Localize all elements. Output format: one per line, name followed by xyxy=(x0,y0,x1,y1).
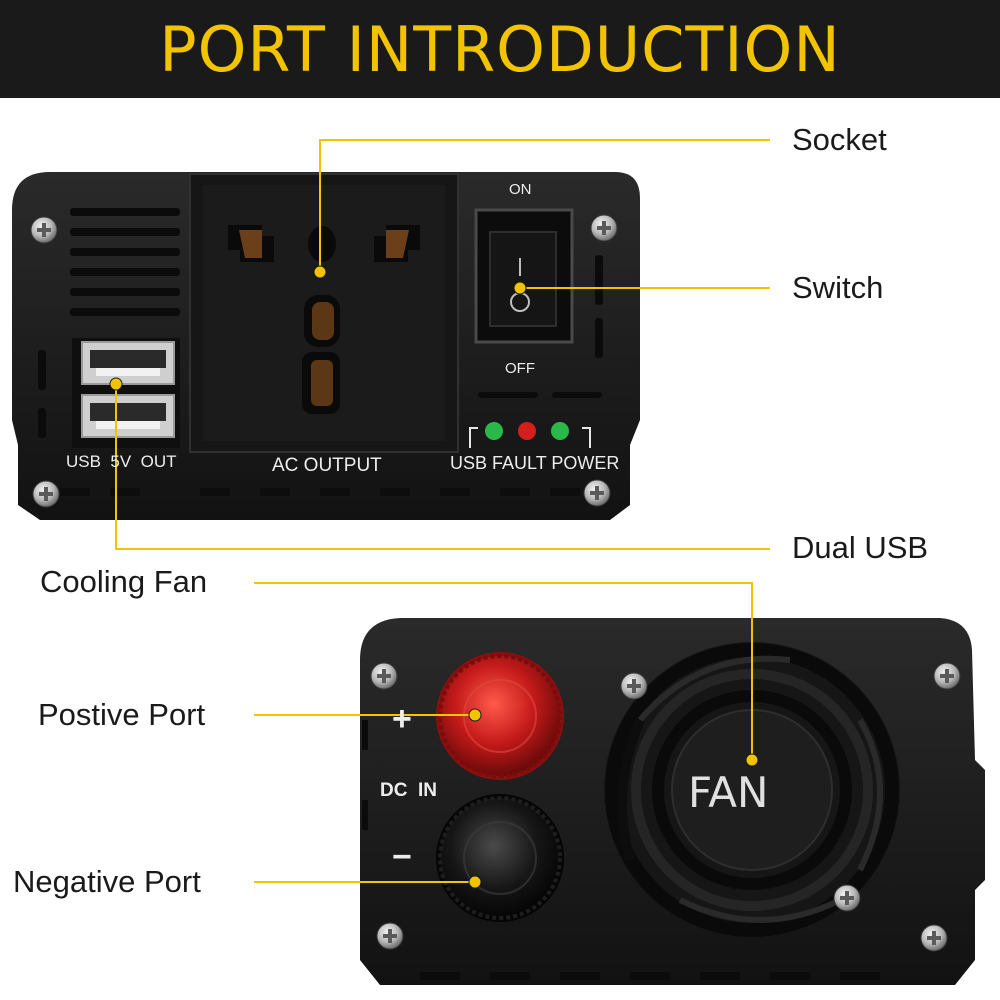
callout-socket: Socket xyxy=(792,122,887,157)
usb-output-label: USB 5V OUT xyxy=(66,452,177,471)
screw-icon xyxy=(376,922,404,950)
screw-icon xyxy=(590,214,618,242)
screw-icon xyxy=(920,924,948,952)
rear-panel xyxy=(360,618,985,985)
negative-sign: − xyxy=(392,838,412,876)
ac-output-label: AC OUTPUT xyxy=(272,455,382,476)
callout-dual-usb: Dual USB xyxy=(792,530,929,565)
positive-sign: + xyxy=(392,700,412,738)
switch-off-label: OFF xyxy=(505,360,535,377)
power-socket-icon xyxy=(189,173,459,453)
switch-on-label: ON xyxy=(509,181,532,198)
callout-cooling-fan: Cooling Fan xyxy=(40,564,208,599)
front-panel xyxy=(12,172,640,520)
page-header: PORT INTRODUCTION xyxy=(0,0,1000,98)
screw-icon xyxy=(583,479,611,507)
usb-port-icon xyxy=(72,338,180,448)
positive-terminal[interactable] xyxy=(436,652,564,780)
screw-icon xyxy=(30,216,58,244)
page-title: PORT INTRODUCTION xyxy=(159,12,841,86)
dc-in-label: DC IN xyxy=(380,780,437,801)
fan-grille-icon xyxy=(604,642,900,938)
vent-slots xyxy=(38,208,603,438)
screw-icon xyxy=(370,662,398,690)
led-indicator-icon xyxy=(469,422,591,448)
screw-icon xyxy=(933,662,961,690)
fan-label: FAN xyxy=(688,768,769,817)
screw-icon xyxy=(32,480,60,508)
indicator-label: USB FAULT POWER xyxy=(450,453,620,473)
screw-icon xyxy=(620,672,648,700)
callout-negative-port: Negative Port xyxy=(13,864,201,899)
screw-icon xyxy=(833,884,861,912)
negative-terminal[interactable] xyxy=(436,794,564,922)
rocker-switch-icon[interactable] xyxy=(474,208,574,344)
leader-dots xyxy=(109,265,759,889)
callout-positive-port: Postive Port xyxy=(38,697,206,732)
callout-switch: Switch xyxy=(792,270,884,305)
leader-lines xyxy=(115,139,770,883)
